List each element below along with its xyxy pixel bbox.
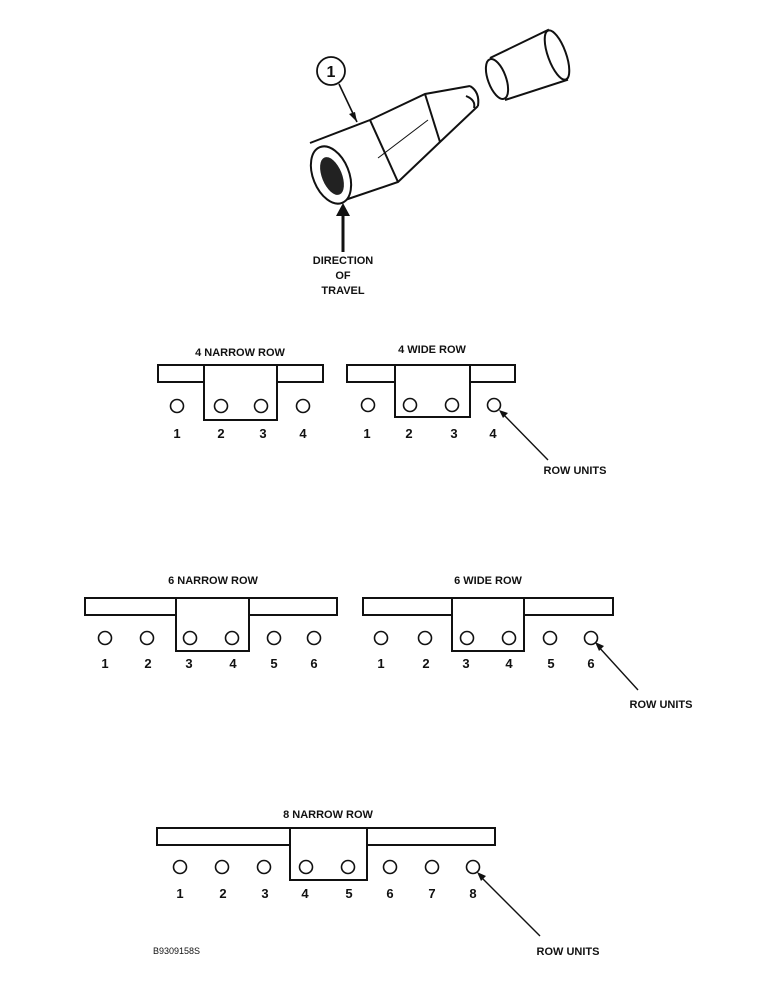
row-unit	[501, 630, 517, 646]
row-unit	[306, 630, 322, 646]
row-number: 1	[377, 656, 384, 671]
row-number: 4	[299, 426, 307, 441]
row-unit	[253, 398, 269, 414]
row-number: 6	[310, 656, 317, 671]
row-unit	[360, 397, 376, 413]
row-number: 1	[176, 886, 183, 901]
config-6-wide-row: 6 WIDE ROW 1 2 3 4 5 6 ROW UNITS	[362, 575, 693, 711]
row-unit	[444, 397, 460, 413]
callout-circle	[316, 56, 346, 86]
row-unit	[213, 398, 229, 414]
row-unit	[214, 859, 230, 875]
row-unit	[169, 398, 185, 414]
direction-arrow	[336, 203, 350, 252]
row-unit	[97, 630, 113, 646]
row-number: 5	[547, 656, 554, 671]
row-number: 5	[345, 886, 352, 901]
row-unit	[295, 398, 311, 414]
direction-line-2: OF	[335, 270, 351, 282]
row-number: 4	[505, 656, 513, 671]
row-number: 7	[428, 886, 435, 901]
row-unit	[224, 630, 240, 646]
row-unit	[583, 630, 599, 646]
row-number: 3	[185, 656, 192, 671]
row-number: 2	[144, 656, 151, 671]
tube-illustration: 1 DIRECTION OF TRAVEL	[309, 28, 571, 297]
row-unit	[340, 859, 356, 875]
row-unit	[266, 630, 282, 646]
row-number: 4	[301, 886, 309, 901]
row-number: 6	[386, 886, 393, 901]
config-title: 4 WIDE ROW	[398, 344, 466, 356]
config-4-narrow-row: 4 NARROW ROW 1 2 3 4	[157, 347, 324, 441]
row-unit	[417, 630, 433, 646]
direction-line-1: DIRECTION	[313, 255, 374, 267]
row-number: 3	[261, 886, 268, 901]
config-8-narrow-row: 8 NARROW ROW 1 2 3 4 5 6 7 8 ROW UNITS	[156, 809, 600, 958]
callout-number: 1	[327, 64, 336, 81]
row-unit	[298, 859, 314, 875]
row-number: 2	[217, 426, 224, 441]
config-title: 6 WIDE ROW	[454, 575, 522, 587]
row-unit	[542, 630, 558, 646]
row-unit	[465, 859, 481, 875]
row-unit	[459, 630, 475, 646]
config-title: 4 NARROW ROW	[195, 347, 285, 359]
row-unit	[402, 397, 418, 413]
row-units-label: ROW UNITS	[544, 465, 607, 477]
config-6-narrow-row: 6 NARROW ROW 1 2 3 4 5 6	[84, 575, 338, 671]
row-number: 1	[101, 656, 108, 671]
row-number: 3	[450, 426, 457, 441]
row-unit	[382, 859, 398, 875]
row-number: 2	[405, 426, 412, 441]
row-number: 3	[462, 656, 469, 671]
config-4-wide-row: 4 WIDE ROW 1 2 3 4 ROW UNITS	[346, 344, 607, 477]
config-title: 6 NARROW ROW	[168, 575, 258, 587]
row-number: 4	[489, 426, 497, 441]
row-number: 4	[229, 656, 237, 671]
row-number: 5	[270, 656, 277, 671]
row-unit	[486, 397, 502, 413]
row-number: 2	[219, 886, 226, 901]
row-number: 8	[469, 886, 476, 901]
config-title: 8 NARROW ROW	[283, 809, 373, 821]
row-number: 3	[259, 426, 266, 441]
direction-line-3: TRAVEL	[321, 285, 364, 297]
row-number: 1	[173, 426, 180, 441]
row-number: 1	[363, 426, 370, 441]
row-unit	[256, 859, 272, 875]
row-unit	[139, 630, 155, 646]
row-number: 6	[587, 656, 594, 671]
figure-code: B9309158S	[153, 946, 200, 956]
row-units-label: ROW UNITS	[537, 946, 600, 958]
row-unit	[373, 630, 389, 646]
row-unit	[424, 859, 440, 875]
row-unit	[182, 630, 198, 646]
row-units-label: ROW UNITS	[630, 699, 693, 711]
row-number: 2	[422, 656, 429, 671]
row-unit	[172, 859, 188, 875]
